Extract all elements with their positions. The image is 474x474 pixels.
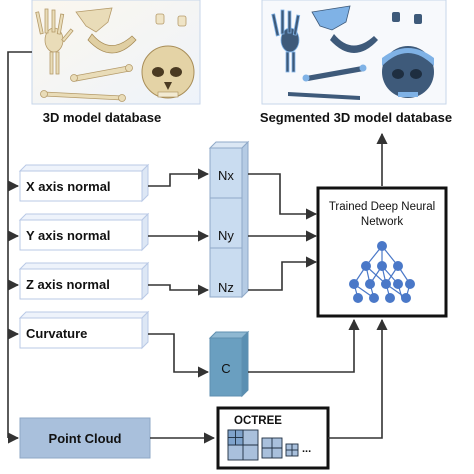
vector-label-nx: Nx <box>218 168 234 183</box>
feature-label-curvature: Curvature <box>26 326 87 341</box>
long-bone-icon <box>40 64 133 102</box>
octree-ellipsis: ... <box>302 443 311 455</box>
feature-connectors <box>148 168 210 378</box>
model-database-image <box>31 0 201 105</box>
input-trunk <box>7 51 32 444</box>
hand-bone-icon <box>35 8 74 75</box>
vector-label-nz: Nz <box>218 280 234 295</box>
network-graph-icon <box>349 241 415 303</box>
skull-bone-icon <box>141 45 195 99</box>
point-cloud-label: Point Cloud <box>49 431 122 446</box>
vector-connectors <box>248 173 360 373</box>
octree-box: OCTREE ... <box>216 406 330 470</box>
segmented-database-caption: Segmented 3D model database <box>260 110 452 125</box>
segmented-long-bone-icon <box>288 64 367 100</box>
segmented-tooth-icon <box>392 12 422 24</box>
segmented-hand-icon <box>271 9 301 73</box>
segmented-scapula-icon <box>311 5 351 31</box>
curvature-vector: C <box>208 330 250 398</box>
feature-box-y: Y axis normal <box>18 212 150 252</box>
octree-label: OCTREE <box>234 415 282 427</box>
tooth-bone-icon <box>155 13 187 27</box>
model-database-caption: 3D model database <box>43 110 162 125</box>
vector-label-ny: Ny <box>218 228 234 243</box>
segmented-skull-icon <box>382 46 434 98</box>
normal-vector-stack: Nx Ny Nz <box>208 140 250 299</box>
vector-label-c: C <box>221 361 230 376</box>
network-title-line2: Network <box>361 216 403 228</box>
jaw-bone-icon <box>87 33 137 54</box>
octree-grid-icon <box>227 429 299 461</box>
scapula-bone-icon <box>75 7 113 33</box>
feature-box-z: Z axis normal <box>18 261 150 301</box>
feature-box-curvature: Curvature <box>18 310 150 350</box>
network-title-line1: Trained Deep Neural <box>329 201 435 213</box>
segmented-jaw-icon <box>330 34 378 53</box>
octree-connector <box>328 318 388 439</box>
trained-network-box: Trained Deep Neural Network <box>316 186 448 318</box>
feature-label-x: X axis normal <box>26 179 111 194</box>
segmented-database-image <box>261 0 447 105</box>
point-cloud-box: Point Cloud <box>19 417 151 459</box>
feature-label-z: Z axis normal <box>26 277 110 292</box>
feature-label-y: Y axis normal <box>26 228 110 243</box>
feature-box-x: X axis normal <box>18 163 150 203</box>
